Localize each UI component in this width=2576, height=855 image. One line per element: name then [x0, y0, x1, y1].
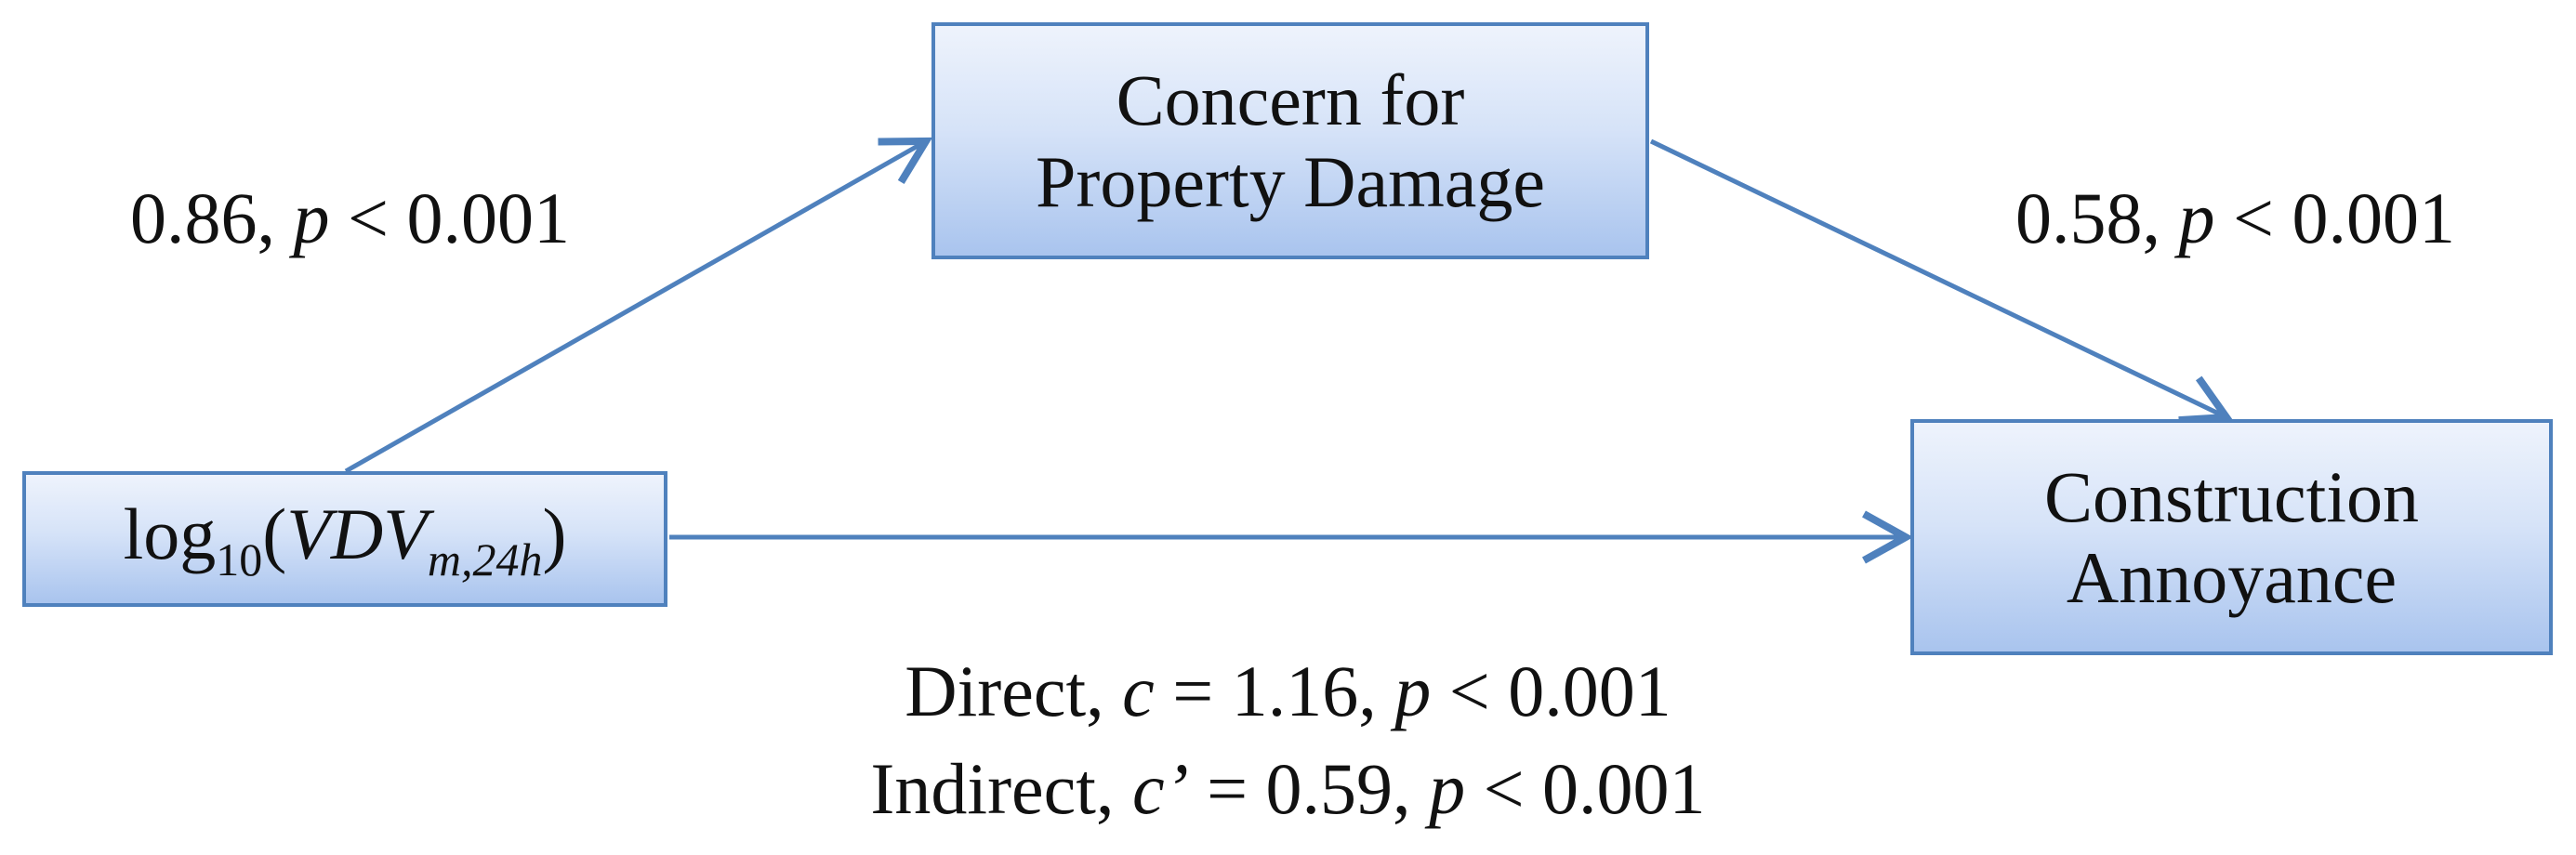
predictor-variable-subscript: m,24h	[427, 533, 543, 585]
direct-p-value: < 0.001	[1448, 651, 1671, 731]
outcome-line-2: Annoyance	[2066, 537, 2398, 618]
mediator-line-1: Concern for	[1116, 59, 1465, 141]
direct-symbol: c	[1122, 651, 1155, 731]
indirect-value: = 0.59,	[1207, 748, 1411, 829]
indirect-p-symbol: p	[1429, 748, 1466, 829]
direct-p-symbol: p	[1394, 651, 1432, 731]
direct-value: = 1.16,	[1172, 651, 1377, 731]
path-a-label: 0.86, p < 0.001	[130, 182, 570, 255]
predictor-log-base: 10	[216, 533, 263, 585]
indirect-prefix: Indirect,	[870, 748, 1115, 829]
direct-prefix: Direct,	[905, 651, 1104, 731]
predictor-log: log	[123, 493, 217, 574]
mediator-box: Concern for Property Damage	[931, 22, 1649, 259]
predictor-label: log10(VDVm,24h)	[124, 493, 567, 585]
predictor-open-paren: (	[262, 493, 287, 574]
mediator-line-2: Property Damage	[1036, 140, 1545, 222]
path-a-p-symbol: p	[293, 178, 330, 258]
predictor-box: log10(VDVm,24h)	[22, 471, 667, 607]
predictor-close-paren: )	[542, 493, 567, 574]
path-a-p-value: < 0.001	[348, 178, 570, 258]
arrow-predictor-to-mediator	[344, 137, 933, 474]
arrow-mediator-to-outcome	[1649, 138, 2234, 425]
indirect-p-value: < 0.001	[1483, 748, 1706, 829]
path-b-p-symbol: p	[2178, 178, 2215, 258]
outcome-line-1: Construction	[2044, 455, 2419, 537]
direct-effect-label: Direct, c = 1.16, p < 0.001	[0, 655, 2576, 728]
path-b-coef: 0.58,	[2015, 178, 2160, 258]
path-b-p-value: < 0.001	[2233, 178, 2455, 258]
path-a-coef: 0.86,	[130, 178, 275, 258]
predictor-variable: VDV	[286, 493, 428, 574]
indirect-effect-label: Indirect, c’ = 0.59, p < 0.001	[0, 753, 2576, 825]
indirect-symbol: c’	[1131, 748, 1189, 829]
outcome-box: Construction Annoyance	[1910, 419, 2553, 655]
path-b-label: 0.58, p < 0.001	[2015, 182, 2455, 255]
